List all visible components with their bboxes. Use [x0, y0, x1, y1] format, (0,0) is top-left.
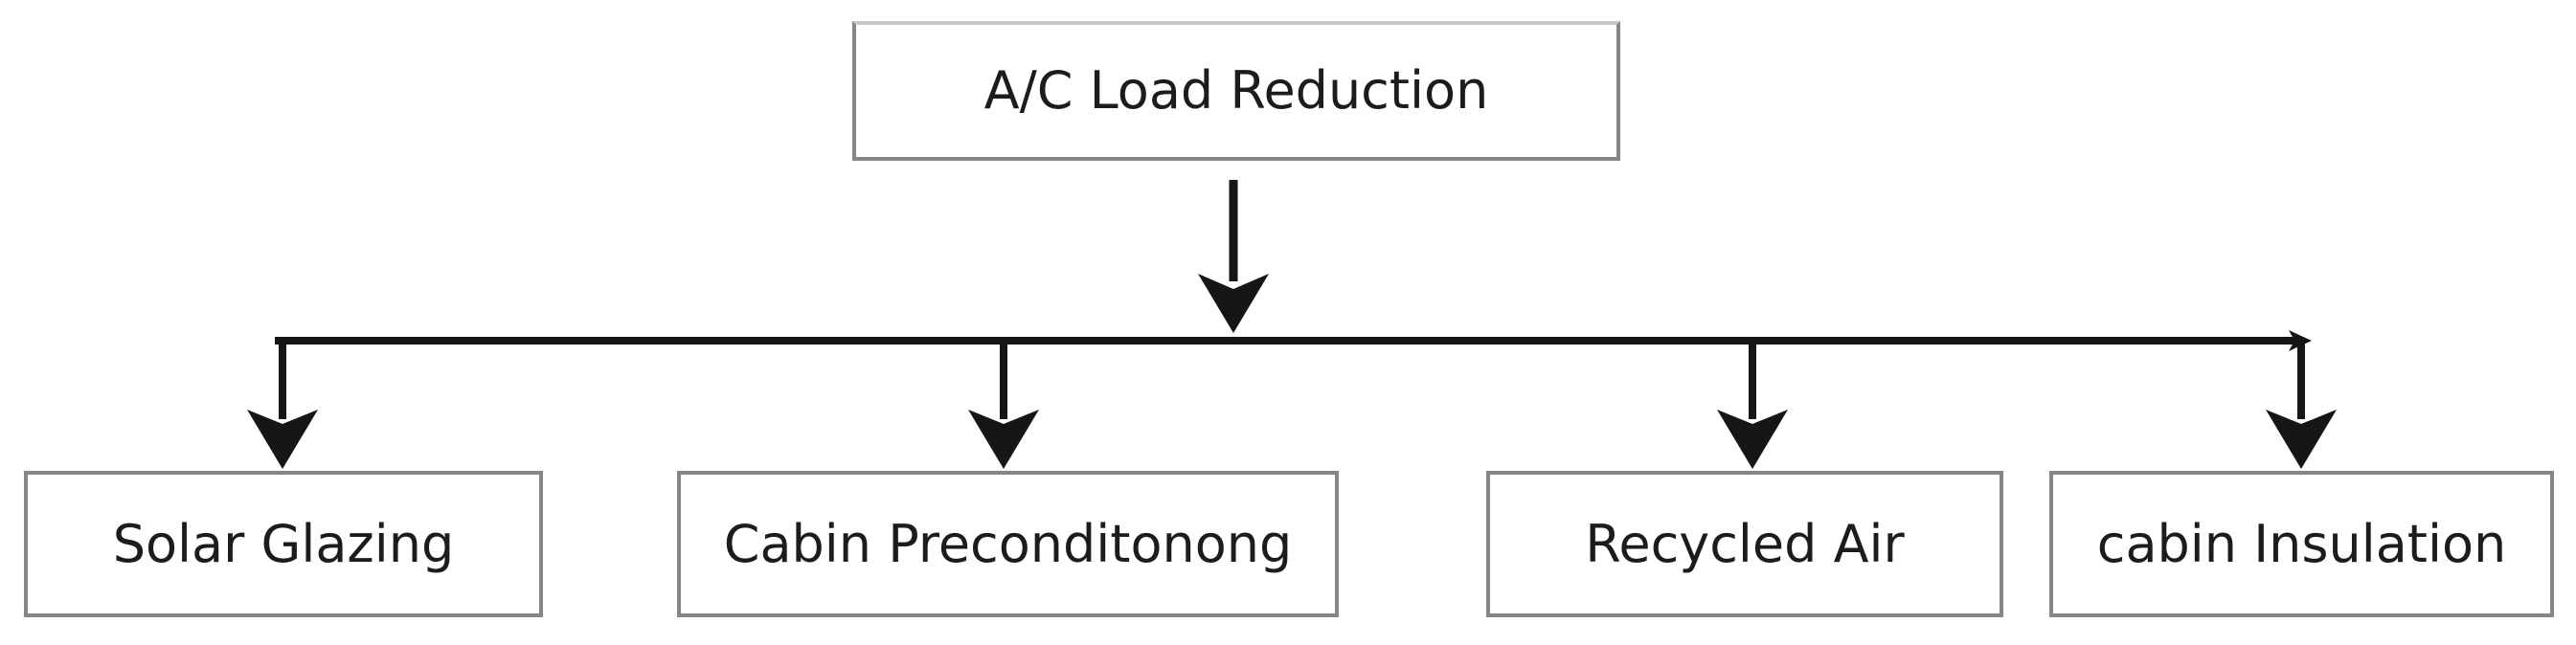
node-recycled-air: Recycled Air — [1486, 471, 2003, 617]
child2-down-arrowhead-icon — [968, 410, 1039, 469]
node-solar-glazing: Solar Glazing — [24, 471, 543, 617]
node-label: A/C Load Reduction — [983, 60, 1489, 122]
node-label: cabin Insulation — [2096, 513, 2507, 574]
child3-down-arrowhead-icon — [1717, 410, 1788, 469]
node-label: Recycled Air — [1585, 513, 1905, 574]
child1-down-arrowhead-icon — [247, 410, 318, 469]
node-label: Cabin Preconditonong — [723, 513, 1293, 574]
node-cabin-preconditonong: Cabin Preconditonong — [677, 471, 1339, 617]
node-label: Solar Glazing — [112, 513, 455, 574]
node-cabin-insulation: cabin Insulation — [2049, 471, 2554, 617]
bus-right-arrowhead-icon — [2289, 330, 2312, 351]
child4-down-arrowhead-icon — [2266, 410, 2337, 469]
node-ac-load-reduction: A/C Load Reduction — [852, 21, 1620, 161]
root-down-arrowhead-icon — [1198, 274, 1269, 333]
